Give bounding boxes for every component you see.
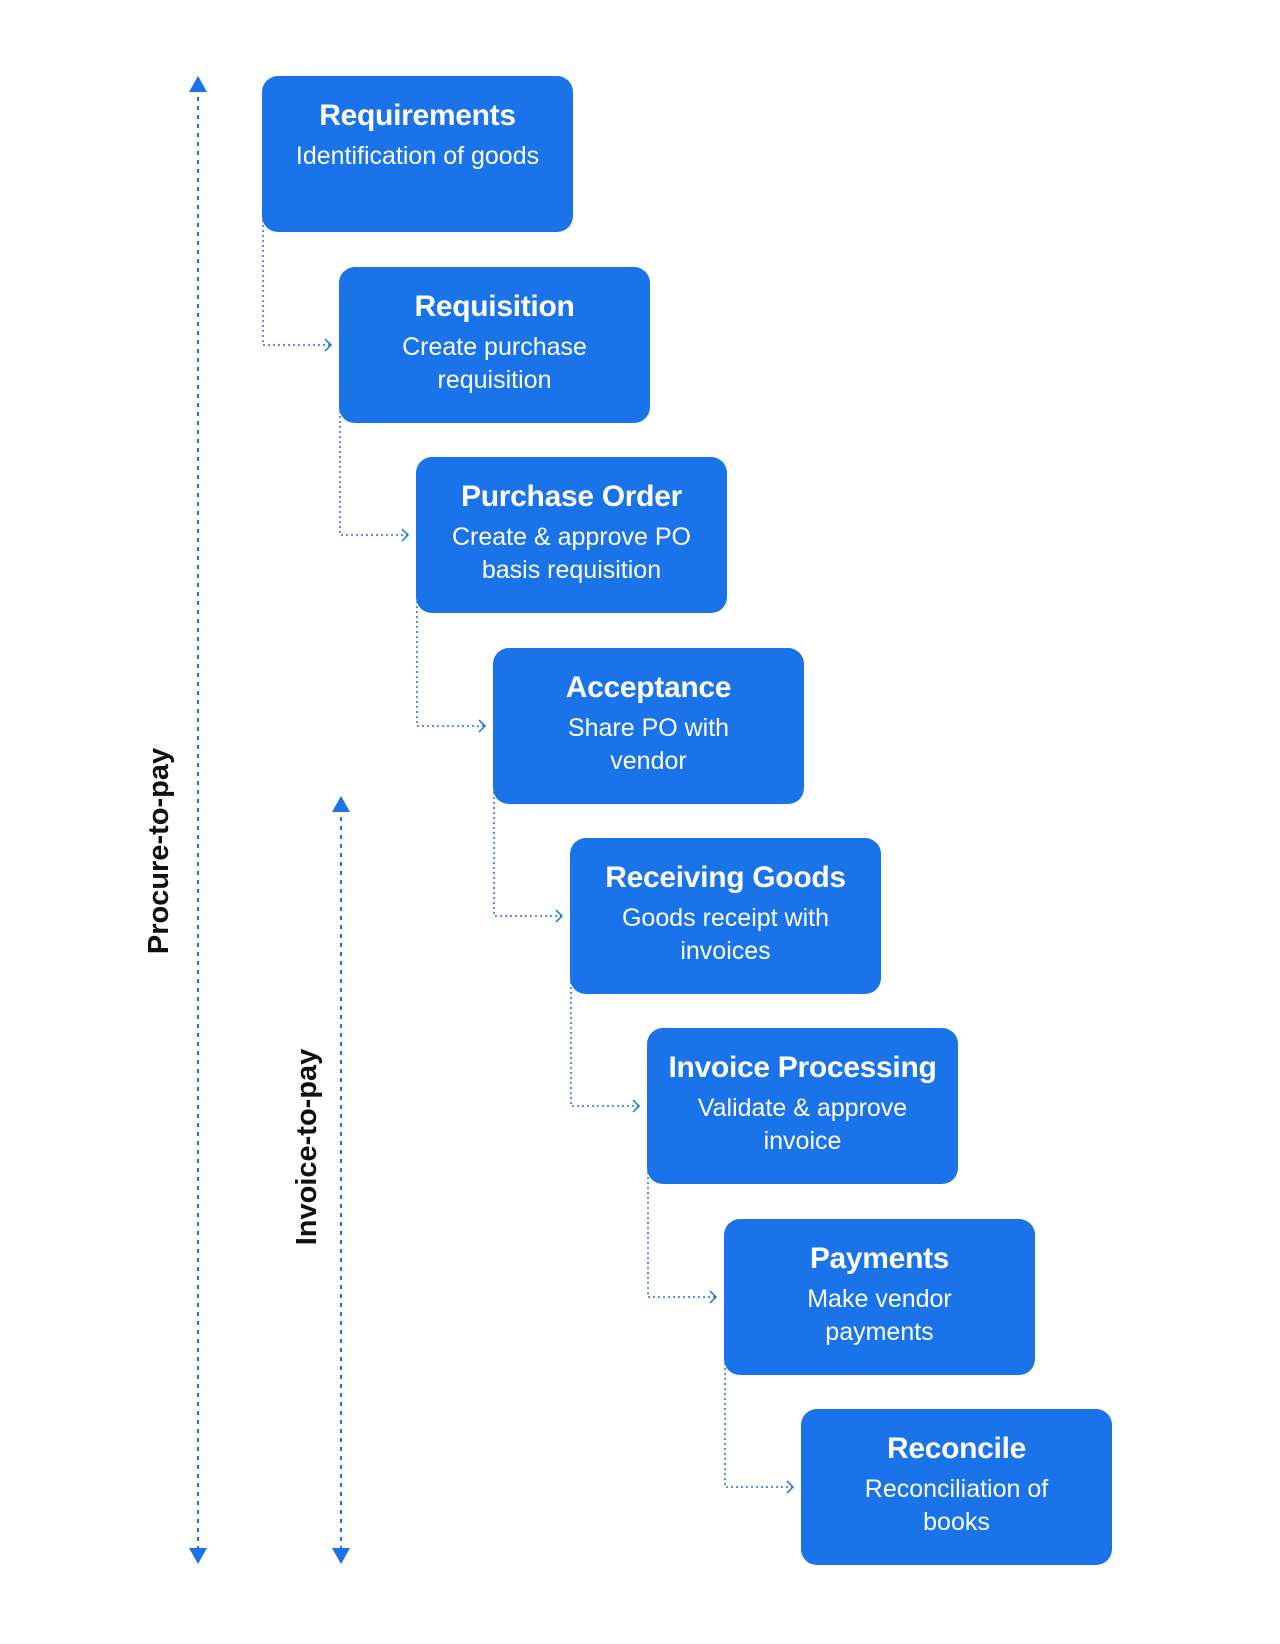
step-title: Payments [809, 1242, 950, 1275]
step-connectors [262, 220, 795, 1494]
step-reconcile: Reconcile Reconciliation of books [801, 1409, 1112, 1565]
connector-arrow [570, 982, 641, 1113]
step-title: Reconcile [886, 1432, 1027, 1465]
step-description: Reconciliation of books [864, 1475, 1049, 1536]
step-title: Purchase Order [461, 480, 682, 513]
step-payments: Payments Make vendor payments [724, 1219, 1035, 1375]
connector-arrow [339, 411, 410, 542]
invoice-to-pay-label: Invoice-to-pay [291, 1048, 323, 1246]
step-title: Invoice Processing [668, 1051, 937, 1084]
step-description: Create purchase requisition [402, 333, 587, 394]
step-title: Receiving Goods [605, 861, 846, 894]
step-description: Validate & approve invoice [697, 1094, 908, 1155]
step-title: Requirements [319, 99, 516, 132]
connector-arrow [647, 1172, 718, 1304]
step-title: Acceptance [565, 671, 732, 704]
step-purchase-order: Purchase Order Create & approve PO basis… [416, 457, 727, 613]
connector-arrow [262, 220, 333, 352]
step-description: Make vendor payments [807, 1285, 952, 1346]
step-description: Share PO with vendor [567, 714, 730, 775]
step-description: Goods receipt with invoices [621, 904, 830, 965]
step-title: Requisition [414, 290, 575, 323]
step-requisition: Requisition Create purchase requisition [339, 267, 650, 423]
step-description: Create & approve PO basis requisition [451, 523, 691, 584]
step-description: Identification of goods [295, 142, 540, 170]
step-acceptance: Acceptance Share PO with vendor [493, 648, 804, 804]
connector-arrow [724, 1363, 795, 1494]
step-requirements: Requirements Identification of goods [262, 76, 573, 232]
step-receiving-goods: Receiving Goods Goods receipt with invoi… [570, 838, 881, 994]
connector-arrow [416, 601, 487, 733]
procure-to-pay-range-arrow [189, 76, 207, 1564]
step-invoice-processing: Invoice Processing Validate & approve in… [647, 1028, 958, 1184]
procure-to-pay-label: Procure-to-pay [143, 747, 175, 955]
invoice-to-pay-range-arrow [332, 796, 350, 1564]
connector-arrow [493, 792, 564, 923]
